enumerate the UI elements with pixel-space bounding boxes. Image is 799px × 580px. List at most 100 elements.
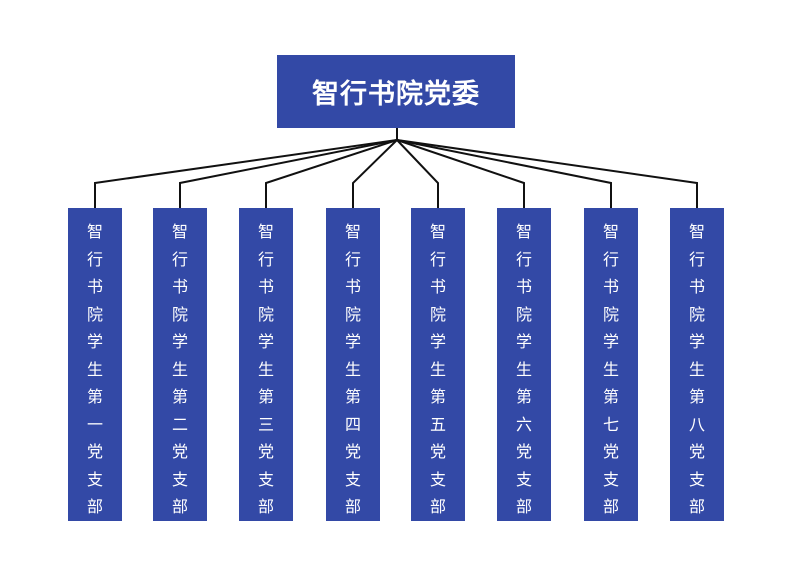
branch-char: 支: [257, 469, 274, 489]
branch-char: 书: [602, 277, 619, 296]
branch-char: 第: [86, 387, 103, 406]
branch-char: 书: [171, 277, 188, 296]
branch-char: 学: [515, 332, 532, 351]
branch-char: 生: [344, 359, 361, 379]
branch-char: 行: [86, 249, 103, 269]
branch-char: 党: [86, 442, 103, 461]
branch-char: 生: [515, 359, 532, 379]
branch-char: 院: [257, 304, 274, 324]
branch-char: 行: [257, 249, 274, 269]
branch-char: 第: [688, 387, 705, 406]
branch-char: 七: [602, 414, 619, 434]
branch-char: 党: [429, 442, 446, 461]
branch-char: 书: [429, 277, 446, 296]
branch-char: 行: [688, 249, 705, 269]
branch-char: 学: [429, 332, 446, 351]
branch-char: 智: [257, 222, 274, 241]
branch-char: 智: [688, 222, 705, 241]
branch-char: 一: [86, 414, 103, 434]
branch-char: 支: [688, 469, 705, 489]
branch-char: 部: [257, 497, 274, 516]
branch-char: 支: [602, 469, 619, 489]
branch-char: 三: [257, 414, 274, 434]
branch-char: 行: [515, 249, 532, 269]
branch-node: 智行书院学生第七党支部: [584, 208, 638, 521]
branch-char: 生: [602, 359, 619, 379]
branch-char: 行: [171, 249, 188, 269]
branch-char: 生: [171, 359, 188, 379]
branch-char: 八: [688, 414, 705, 434]
branch-char: 支: [86, 469, 103, 489]
branch-node: 智行书院学生第四党支部: [326, 208, 380, 521]
branch-node: 智行书院学生第一党支部: [68, 208, 122, 521]
branch-char: 党: [257, 442, 274, 461]
branch-node: 智行书院学生第二党支部: [153, 208, 207, 521]
branch-char: 生: [86, 359, 103, 379]
branch-char: 书: [688, 277, 705, 296]
branch-char: 部: [344, 497, 361, 516]
branch-char: 学: [602, 332, 619, 351]
branch-char: 院: [602, 304, 619, 324]
branch-char: 行: [602, 249, 619, 269]
branch-char: 生: [257, 359, 274, 379]
branch-char: 支: [515, 469, 532, 489]
branch-char: 党: [344, 442, 361, 461]
branch-char: 行: [344, 249, 361, 269]
branch-char: 智: [86, 222, 103, 241]
branch-char: 第: [344, 387, 361, 406]
branch-char: 党: [688, 442, 705, 461]
branch-char: 支: [344, 469, 361, 489]
branch-char: 智: [344, 222, 361, 241]
branch-char: 院: [344, 304, 361, 324]
branch-connector-line: [396, 139, 612, 208]
branch-char: 院: [86, 304, 103, 324]
branch-char: 五: [429, 414, 446, 434]
branch-char: 党: [171, 442, 188, 461]
branch-char: 第: [257, 387, 274, 406]
branch-char: 二: [171, 414, 188, 434]
branch-char: 部: [171, 497, 188, 516]
branch-connector-line: [396, 139, 525, 208]
branch-node: 智行书院学生第五党支部: [411, 208, 465, 521]
branch-char: 智: [429, 222, 446, 241]
branch-char: 学: [257, 332, 274, 351]
branch-char: 支: [171, 469, 188, 489]
branch-node: 智行书院学生第八党支部: [670, 208, 724, 521]
branch-char: 党: [515, 442, 532, 461]
branch-char: 院: [171, 304, 188, 324]
branch-char: 支: [429, 469, 446, 489]
branch-connector-line: [396, 139, 698, 208]
branch-char: 部: [515, 497, 532, 516]
branch-connector-line: [265, 139, 398, 208]
branch-connector-line: [396, 139, 439, 208]
branch-char: 部: [688, 497, 705, 516]
branch-char: 书: [515, 277, 532, 296]
branch-char: 智: [515, 222, 532, 241]
branch-char: 书: [86, 277, 103, 296]
branch-char: 学: [688, 332, 705, 351]
branch-char: 院: [429, 304, 446, 324]
branch-char: 第: [171, 387, 188, 406]
branch-char: 学: [171, 332, 188, 351]
branch-char: 部: [86, 497, 103, 516]
branch-char: 生: [688, 359, 705, 379]
branch-char: 行: [429, 249, 446, 269]
branch-char: 党: [602, 442, 619, 461]
branch-char: 学: [344, 332, 361, 351]
root-node: 智行书院党委: [277, 55, 515, 128]
branch-char: 院: [688, 304, 705, 324]
branch-char: 书: [257, 277, 274, 296]
branch-char: 部: [602, 497, 619, 516]
branch-connector-line: [94, 139, 398, 208]
branch-char: 部: [429, 497, 446, 516]
branch-connector-line: [179, 139, 398, 208]
branch-connector-line: [352, 139, 398, 208]
branch-char: 第: [602, 387, 619, 406]
branch-node: 智行书院学生第三党支部: [239, 208, 293, 521]
branch-char: 智: [602, 222, 619, 241]
branch-char: 智: [171, 222, 188, 241]
branch-char: 第: [429, 387, 446, 406]
branch-char: 书: [344, 277, 361, 296]
branch-char: 四: [344, 414, 361, 434]
